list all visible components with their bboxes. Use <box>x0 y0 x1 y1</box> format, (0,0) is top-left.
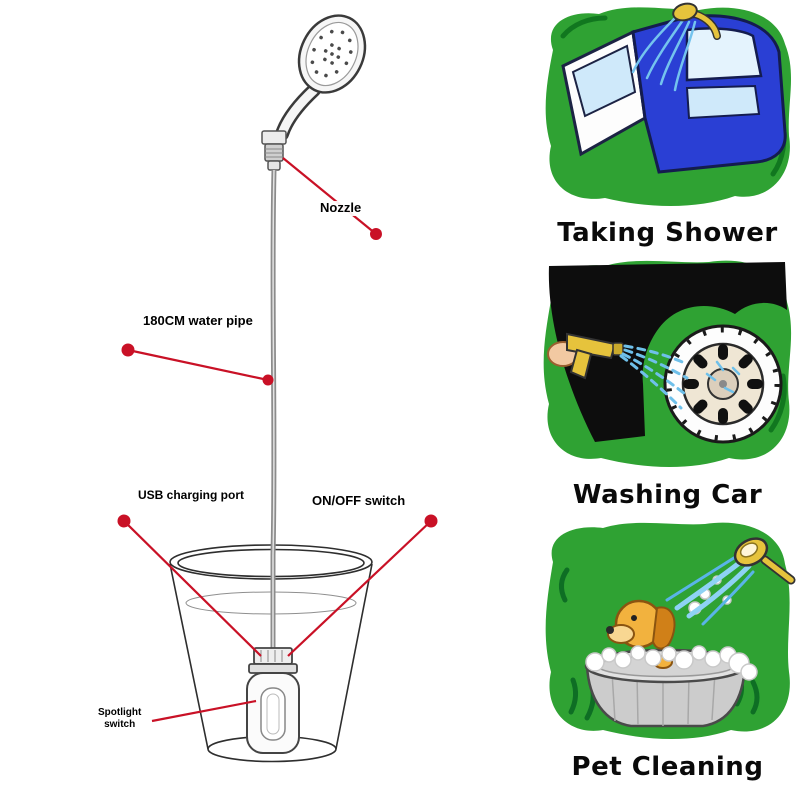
shower-head-icon <box>733 537 795 585</box>
washing-car-illustration <box>543 260 791 468</box>
leader-line-onoff <box>287 520 432 657</box>
pump <box>246 647 300 754</box>
anchor-dot <box>424 514 438 528</box>
caption-washing-car: Washing Car <box>572 480 763 510</box>
taking-shower-illustration <box>545 2 791 206</box>
leader-line-nozzle <box>282 157 377 235</box>
leader-line-pipe <box>127 348 269 382</box>
leader-lines <box>117 157 438 723</box>
scene-taking-shower: Taking Shower <box>535 2 800 248</box>
shower-head <box>275 14 367 141</box>
anchor-dot <box>370 228 382 240</box>
caption-pet-cleaning: Pet Cleaning <box>571 752 764 782</box>
label-water-pipe: 180CM water pipe <box>141 313 255 329</box>
car-fender <box>548 262 787 442</box>
anchor-dot <box>262 374 274 386</box>
leader-line-usb <box>123 520 262 657</box>
anchor-dot <box>121 343 135 357</box>
caption-taking-shower: Taking Shower <box>557 218 778 248</box>
usage-scenes: Taking Shower <box>535 0 800 800</box>
label-on-off-switch: ON/OFF switch <box>310 493 408 509</box>
dog-illustration <box>605 599 675 669</box>
leader-line-spotlight <box>151 699 257 723</box>
pet-cleaning-illustration <box>545 522 795 740</box>
water-spray-lines <box>619 344 688 410</box>
label-spotlight-switch: Spotlight switch <box>96 707 144 730</box>
car-illustration <box>560 14 787 174</box>
water-droplets <box>705 360 740 394</box>
water-pipe <box>270 169 277 652</box>
shower-diagram-canvas <box>117 14 438 763</box>
shower-spray-lines <box>631 16 696 92</box>
anchor-dot <box>117 514 131 528</box>
scene-washing-car: Washing Car <box>535 256 800 510</box>
spray-gun-icon <box>546 332 624 380</box>
scene-pet-cleaning: Pet Cleaning <box>535 516 800 782</box>
water-streaks <box>665 554 754 626</box>
label-nozzle: Nozzle <box>318 200 364 216</box>
spray-holes <box>310 29 353 78</box>
wheel-illustration <box>663 324 782 444</box>
shower-head-icon <box>671 2 721 40</box>
foam-bubbles <box>584 575 758 681</box>
product-diagram: Nozzle 180CM water pipe USB charging por… <box>96 14 438 763</box>
nozzle-connector <box>261 130 287 171</box>
label-usb-port: USB charging port <box>136 488 247 503</box>
